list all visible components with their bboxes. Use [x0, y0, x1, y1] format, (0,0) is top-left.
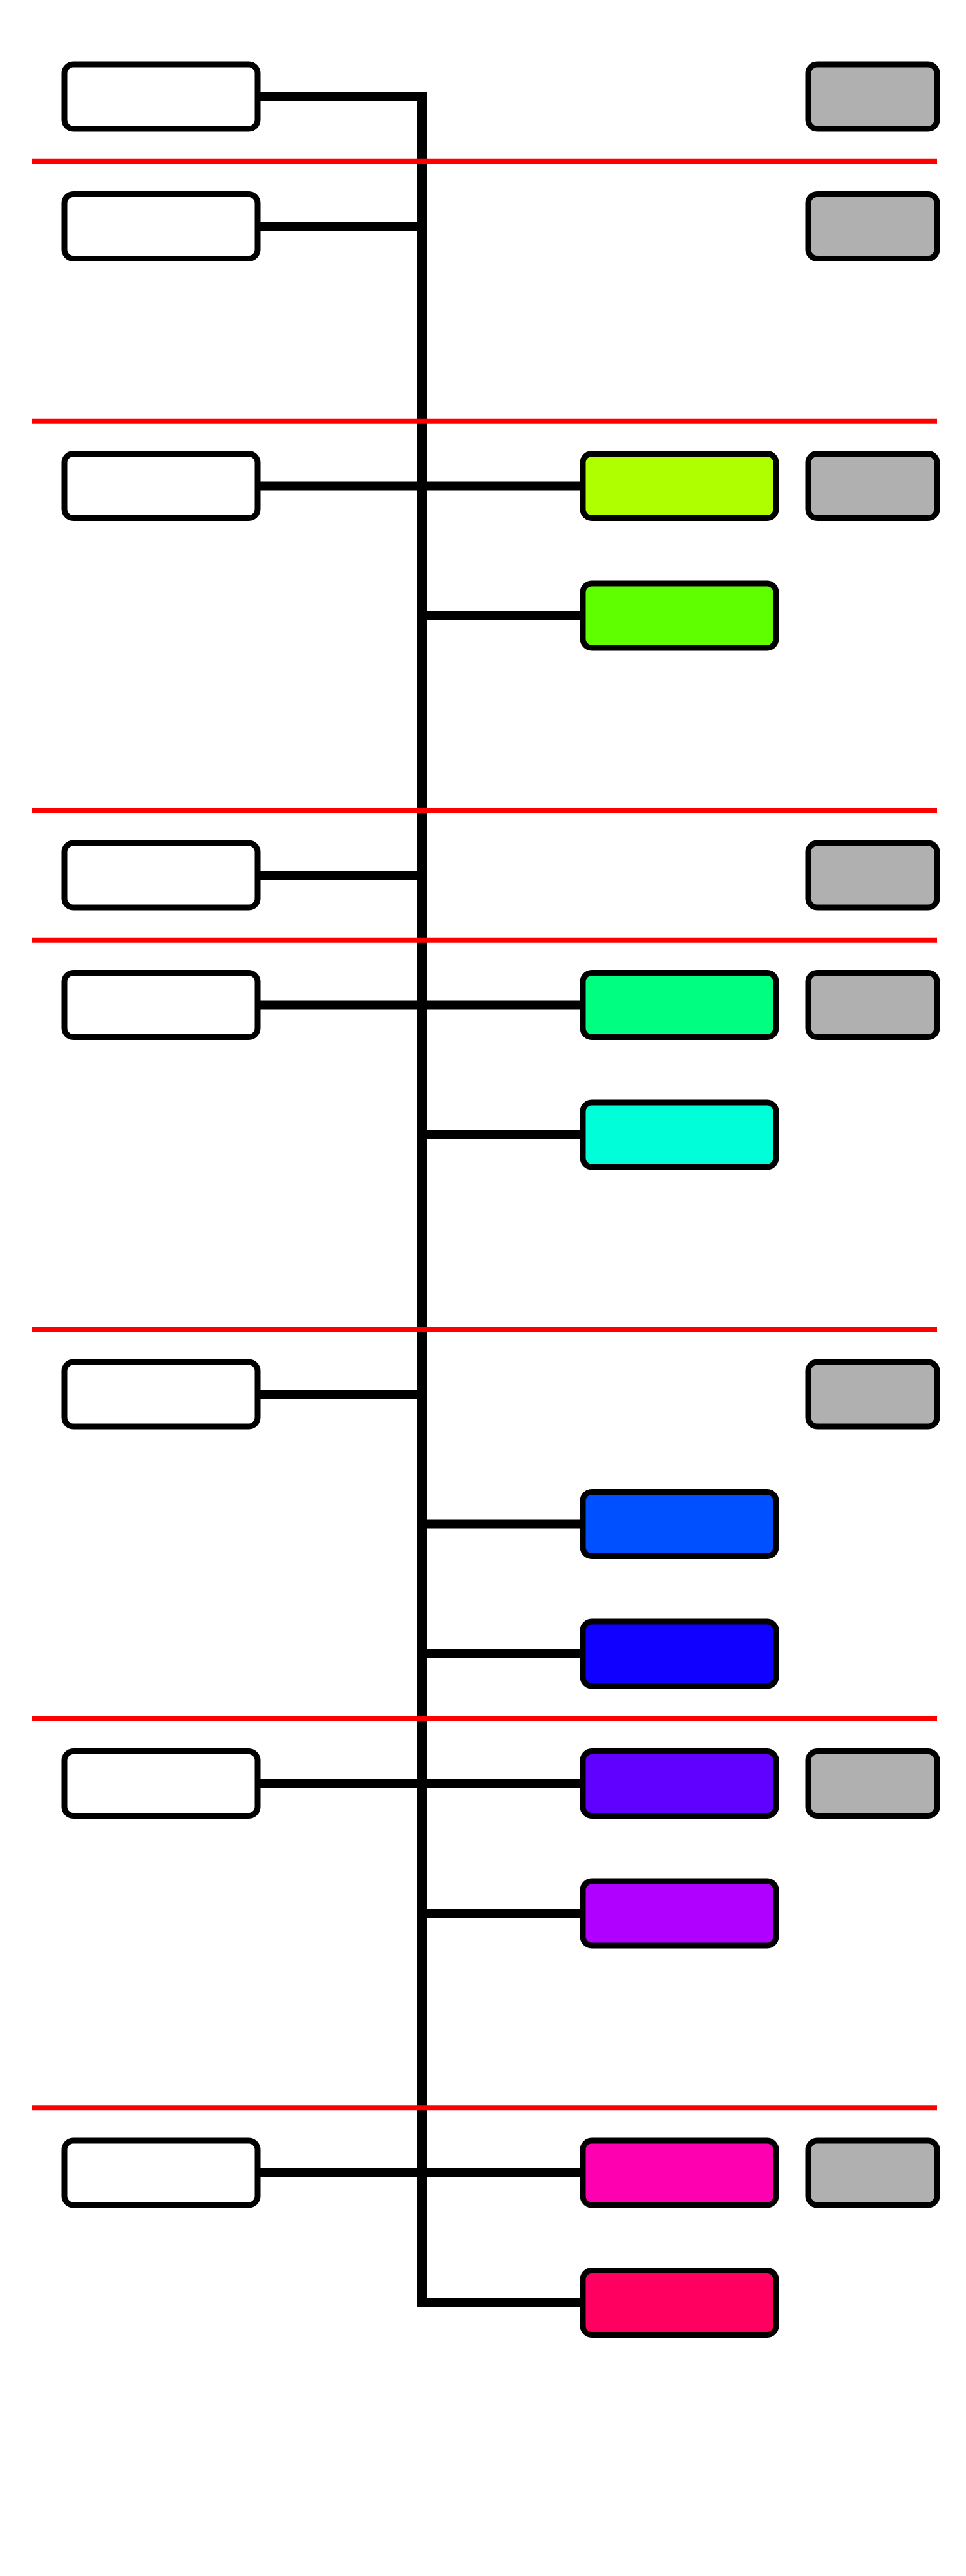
event-node-gray: [805, 840, 940, 911]
event-node-gray: [805, 970, 940, 1040]
event-node-gray: [805, 61, 940, 132]
event-node-left: [61, 451, 261, 521]
event-node-colored: [580, 1618, 779, 1689]
event-node-left: [61, 1359, 261, 1430]
event-node-colored: [580, 1748, 779, 1819]
event-node-colored: [580, 2137, 779, 2208]
event-node-colored: [580, 1878, 779, 1949]
event-node-gray: [805, 451, 940, 521]
event-node-left: [61, 191, 261, 261]
event-node-left: [61, 2137, 261, 2208]
event-node-colored: [580, 1099, 779, 1170]
event-node-left: [61, 970, 261, 1040]
event-node-left: [61, 840, 261, 911]
event-node-gray: [805, 1359, 940, 1430]
event-node-colored: [580, 1489, 779, 1559]
event-node-left: [61, 61, 261, 132]
event-node-left: [61, 1748, 261, 1819]
timeline-spine: [417, 92, 427, 2307]
event-node-gray: [805, 2137, 940, 2208]
event-node-colored: [580, 2268, 779, 2338]
event-node-colored: [580, 970, 779, 1040]
event-node-gray: [805, 191, 940, 261]
event-node-gray: [805, 1748, 940, 1819]
event-node-colored: [580, 451, 779, 521]
event-node-colored: [580, 580, 779, 651]
